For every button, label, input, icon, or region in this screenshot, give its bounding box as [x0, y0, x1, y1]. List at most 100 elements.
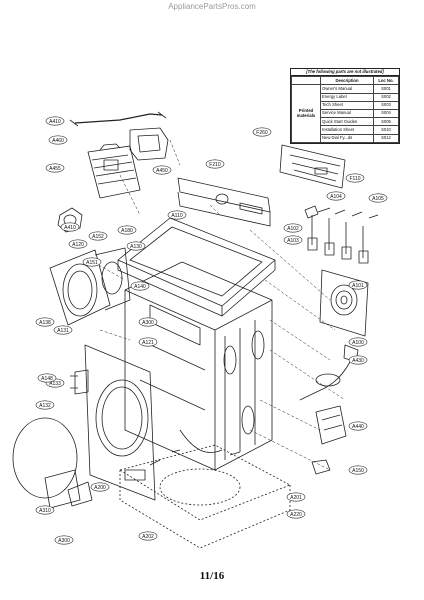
callout-oval: [252, 127, 272, 137]
callout-text: A120: [72, 242, 84, 248]
callout-oval: [54, 535, 74, 545]
callout-text: A100: [352, 340, 364, 346]
callout-oval: [368, 193, 388, 203]
callout-a140: A140: [130, 281, 150, 291]
callout-a202: A202: [138, 531, 158, 541]
callout-text: A410: [49, 119, 61, 125]
callout-text: F210: [209, 162, 221, 168]
legend-description: Energy Label: [320, 92, 374, 102]
legend-title: [The following parts are not illustrated…: [291, 69, 399, 77]
callout-oval: [326, 191, 346, 201]
callout-a152: A152: [88, 231, 108, 241]
callout-oval: [88, 231, 108, 241]
callout-a130: A130: [126, 241, 146, 251]
callout-oval: [348, 355, 368, 365]
callout-oval: [283, 223, 303, 233]
legend-loc: S001: [373, 84, 399, 94]
drain-hose: [179, 429, 223, 453]
legend-loc: S010: [373, 125, 399, 135]
callout-a102: A102: [283, 223, 303, 233]
callout-text: A151: [86, 260, 98, 266]
callout-oval: [35, 317, 55, 327]
callout-text: A455: [49, 166, 61, 172]
callout-f260: F260: [252, 127, 272, 137]
callout-a300: A300: [138, 317, 158, 327]
control-panel: [177, 177, 271, 227]
legend-col-loc: Loc No.: [373, 76, 399, 86]
callout-a150: A150: [348, 465, 368, 475]
callout-text: A152: [92, 234, 104, 240]
callout-text: A201: [290, 495, 302, 501]
callout-oval: [283, 235, 303, 245]
callout-text: A202: [142, 534, 154, 540]
callout-a455: A455: [45, 163, 65, 173]
callout-oval: [53, 325, 73, 335]
callout-a132: A132: [35, 400, 55, 410]
callout-text: A140: [134, 284, 146, 290]
callout-oval: [60, 222, 80, 232]
legend-description: New Dial Fy...ds: [320, 133, 374, 143]
callout-text: F110: [349, 176, 360, 182]
callout-a148: A148: [37, 373, 57, 383]
legend-description: Tech Sheet: [320, 100, 374, 110]
leveling-foot: [311, 459, 331, 475]
parts-not-illustrated-table: [The following parts are not illustrated…: [290, 68, 400, 144]
callout-text: A102: [287, 226, 299, 232]
legend-description: Installation Sheet: [320, 125, 374, 135]
callout-text: F260: [256, 130, 268, 136]
callout-a151: A151: [82, 257, 102, 267]
callout-oval: [286, 509, 306, 519]
callout-f110: F110: [345, 173, 365, 183]
inlet-hoses: [304, 205, 379, 264]
callout-a300: A300: [54, 535, 74, 545]
callout-text: A300: [58, 538, 70, 544]
callout-oval: [205, 159, 225, 169]
callout-a101: A101: [348, 280, 368, 290]
front-panel: [84, 344, 156, 501]
legend-loc: S003: [373, 100, 399, 110]
top-panel: [117, 217, 276, 317]
callout-a138: A138: [35, 317, 55, 327]
callout-a410: A410: [60, 222, 80, 232]
callout-oval: [345, 173, 365, 183]
door-glass: [12, 417, 78, 499]
callout-oval: [126, 241, 146, 251]
callout-text: A300: [142, 320, 154, 326]
watermark: AppliancePartsPros.com: [168, 2, 256, 11]
heater-module: [315, 405, 347, 445]
legend-loc: S005: [373, 117, 399, 127]
callout-oval: [45, 116, 65, 126]
callout-a103: A103: [283, 235, 303, 245]
callout-text: A460: [52, 138, 64, 144]
cabinet: [124, 261, 273, 471]
callout-oval: [130, 281, 150, 291]
callout-oval: [138, 317, 158, 327]
legend-loc: S002: [373, 92, 399, 102]
callout-oval: [45, 163, 65, 173]
callout-a430: A430: [348, 355, 368, 365]
callout-oval: [138, 531, 158, 541]
callout-text: A150: [352, 468, 364, 474]
callout-text: A148: [41, 376, 53, 382]
callout-oval: [348, 280, 368, 290]
callout-text: A220: [290, 512, 302, 518]
callout-text: A200: [94, 485, 106, 491]
callout-a410: A410: [45, 116, 65, 126]
display-pcb: [279, 144, 346, 189]
callout-text: A130: [130, 244, 142, 250]
callout-text: A440: [352, 424, 364, 430]
callout-text: A133: [49, 381, 61, 387]
callout-text: A310: [39, 508, 51, 514]
legend-loc: S012: [373, 133, 399, 143]
callout-a450: A450: [152, 165, 172, 175]
callout-a110: A110: [167, 210, 187, 220]
legend-description: Service Manual: [320, 108, 374, 119]
callout-oval: [48, 135, 68, 145]
callout-text: A132: [39, 403, 51, 409]
callout-text: A138: [39, 320, 51, 326]
callout-oval: [138, 337, 158, 347]
callout-a120: A120: [68, 239, 88, 249]
